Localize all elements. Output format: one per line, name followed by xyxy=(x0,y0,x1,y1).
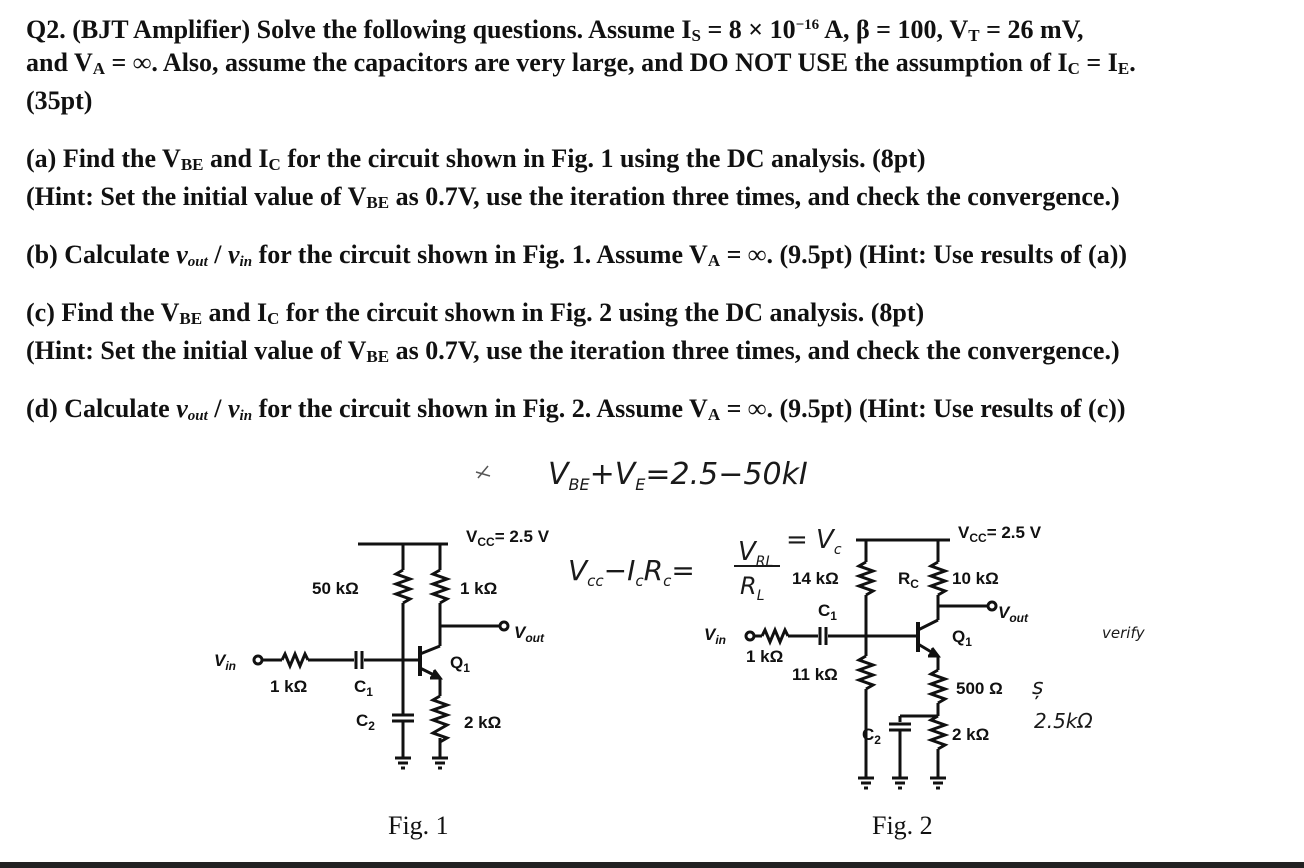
question-line-1: Q2. (BJT Amplifier) Solve the following … xyxy=(26,10,1084,51)
part-c-line-1: (c) Find the VBE and IC for the circuit … xyxy=(26,298,924,334)
svg-text:2 kΩ: 2 kΩ xyxy=(464,713,501,732)
part-a-hint: (Hint: Set the initial value of VBE as 0… xyxy=(26,182,1120,218)
text: = ∞. (9.5pt) (Hint: Use results of (c)) xyxy=(720,394,1126,423)
part-a-line-1: (a) Find the VBE and IC for the circuit … xyxy=(26,144,926,180)
part-d: (d) Calculate vout / vin for the circuit… xyxy=(26,394,1126,431)
svg-text:C1: C1 xyxy=(818,601,837,623)
text: for the circuit shown in Fig. 2. Assume … xyxy=(252,394,708,423)
question-points: (35pt) xyxy=(26,86,93,115)
text: and I xyxy=(203,144,269,173)
handwritten-note-verify: verify xyxy=(1102,624,1146,642)
pen-mark xyxy=(475,465,491,479)
subscript: BE xyxy=(179,309,203,328)
figure-1-labels: VCC= 2.5 V 50 kΩ 1 kΩ Vout Vin 1 kΩ C1 Q… xyxy=(214,527,550,840)
text: = ∞. (9.5pt) (Hint: Use results of (a)) xyxy=(720,240,1128,269)
superscript: −16 xyxy=(795,17,820,33)
subscript: BE xyxy=(180,155,204,174)
text: (b) Calculate xyxy=(26,240,177,269)
figure-2-caption: Fig. 2 xyxy=(872,811,933,840)
handwritten-note-vbe: VBE+VE=2.5−50kI xyxy=(548,457,808,494)
svg-text:Vcc−IcRc=: Vcc−IcRc= xyxy=(568,554,695,590)
subscript: BE xyxy=(366,347,390,366)
svg-text:VCC= 2.5 V: VCC= 2.5 V xyxy=(958,523,1042,545)
svg-text:500 Ω: 500 Ω xyxy=(956,679,1003,698)
figure-1 xyxy=(252,542,510,748)
text: = 8 × 10 xyxy=(700,15,796,44)
text: (Hint: Set the initial value of V xyxy=(26,336,367,365)
svg-text:Vin: Vin xyxy=(704,625,726,647)
subscript: S xyxy=(691,26,701,45)
subscript: E xyxy=(1117,59,1130,78)
svg-text:2 kΩ: 2 kΩ xyxy=(952,725,989,744)
svg-text:Q1: Q1 xyxy=(450,653,470,675)
text: (a) Find the V xyxy=(26,144,181,173)
vin-symbol: vin xyxy=(228,394,253,424)
part-b: (b) Calculate vout / vin for the circuit… xyxy=(26,240,1127,277)
svg-text:11 kΩ: 11 kΩ xyxy=(792,665,838,684)
subscript: T xyxy=(968,26,980,45)
handwritten-note-rl: 2.5kΩ xyxy=(1034,709,1093,733)
handwritten-tilde: ș xyxy=(1032,675,1043,700)
vout-symbol: vout xyxy=(176,394,208,424)
vout-symbol: vout xyxy=(176,240,208,270)
svg-text:= Vc: = Vc xyxy=(786,525,842,558)
svg-text:14 kΩ: 14 kΩ xyxy=(792,569,839,588)
text: for the circuit shown in Fig. 1. Assume … xyxy=(252,240,708,269)
handwritten-note-vcc: Vcc−IcRc= VRL RL = Vc xyxy=(568,525,842,604)
subscript: BE xyxy=(366,193,390,212)
subscript: A xyxy=(92,59,106,78)
text: as 0.7V, use the iteration three times, … xyxy=(389,182,1120,211)
svg-text:VBE+VE=2.5−50kI: VBE+VE=2.5−50kI xyxy=(548,457,808,494)
page-bottom-edge xyxy=(0,862,1304,868)
svg-text:RC: RC xyxy=(898,569,919,591)
text: (Hint: Set the initial value of V xyxy=(26,182,367,211)
svg-text:Vin: Vin xyxy=(214,651,236,673)
text: = ∞. Also, assume the capacitors are ver… xyxy=(105,48,1068,77)
figure-2-labels: VCC= 2.5 V 14 kΩ RC 10 kΩ Vout Vin 1 kΩ … xyxy=(704,523,1042,840)
subscript: C xyxy=(1067,59,1080,78)
subscript: C xyxy=(267,309,280,328)
subscript: A xyxy=(707,251,721,270)
subscript: C xyxy=(268,155,281,174)
svg-text:RL: RL xyxy=(740,572,765,604)
part-c-hint: (Hint: Set the initial value of VBE as 0… xyxy=(26,336,1120,372)
text: for the circuit shown in Fig. 2 using th… xyxy=(279,298,925,327)
text: (d) Calculate xyxy=(26,394,177,423)
text: = I xyxy=(1079,48,1118,77)
text: and V xyxy=(26,48,93,77)
svg-text:Vout: Vout xyxy=(998,603,1029,625)
svg-text:Vout: Vout xyxy=(514,623,545,645)
svg-text:C1: C1 xyxy=(354,677,373,699)
svg-text:10 kΩ: 10 kΩ xyxy=(952,569,999,588)
figure-1-caption: Fig. 1 xyxy=(388,811,449,840)
text: A, β = 100, V xyxy=(819,15,969,44)
text: (c) Find the V xyxy=(26,298,180,327)
svg-text:Q1: Q1 xyxy=(952,627,972,649)
text: for the circuit shown in Fig. 1 using th… xyxy=(280,144,926,173)
text: = 26 mV, xyxy=(979,15,1084,44)
svg-text:VCC= 2.5 V: VCC= 2.5 V xyxy=(466,527,550,549)
text: and I xyxy=(202,298,268,327)
svg-text:1 kΩ: 1 kΩ xyxy=(746,647,783,666)
text: . xyxy=(1129,48,1136,77)
subscript: A xyxy=(707,405,721,424)
text: Q2. (BJT Amplifier) Solve the following … xyxy=(26,15,692,44)
svg-text:C2: C2 xyxy=(356,711,375,733)
vin-symbol: vin xyxy=(228,240,253,270)
svg-text:50 kΩ: 50 kΩ xyxy=(312,579,359,598)
text: as 0.7V, use the iteration three times, … xyxy=(389,336,1120,365)
svg-text:1 kΩ: 1 kΩ xyxy=(270,677,307,696)
text: / xyxy=(207,394,228,423)
text: / xyxy=(207,240,228,269)
svg-text:1 kΩ: 1 kΩ xyxy=(460,579,497,598)
svg-text:C2: C2 xyxy=(862,725,881,747)
figure-2 xyxy=(744,538,998,768)
question-line-2: and VA = ∞. Also, assume the capacitors … xyxy=(26,48,1136,84)
